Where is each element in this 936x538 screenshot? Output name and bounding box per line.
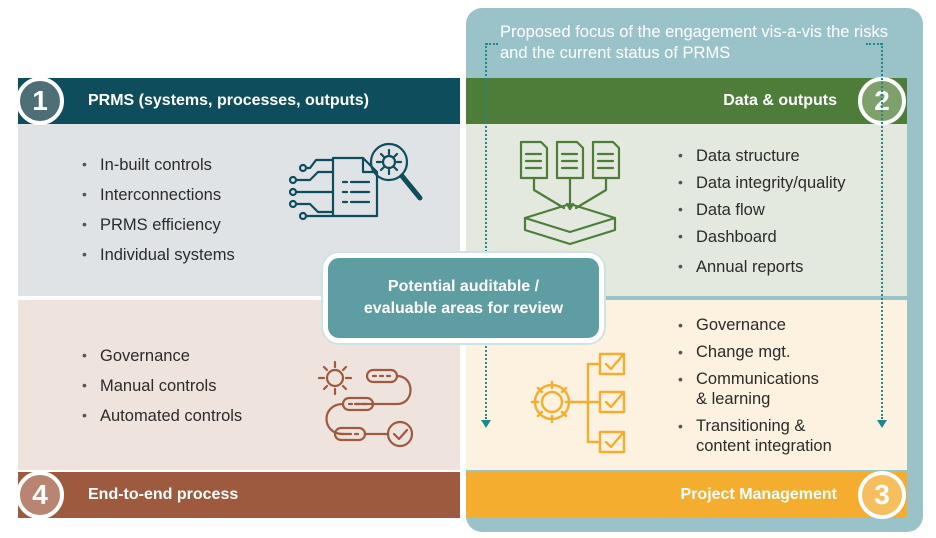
arrow-down-left-icon bbox=[481, 420, 491, 428]
list-item: Change mgt. bbox=[676, 342, 832, 369]
quadrant-3-list: Governance Change mgt. Communications & … bbox=[676, 315, 832, 460]
list-item: Dashboard bbox=[676, 228, 846, 258]
focus-note: Proposed focus of the engagement vis-a-v… bbox=[500, 23, 888, 62]
list-item: Automated controls bbox=[80, 407, 242, 437]
list-item: Individual systems bbox=[80, 246, 235, 276]
list-item: Data structure bbox=[676, 147, 846, 174]
dash-connector-left bbox=[485, 43, 487, 419]
quadrant-1-list: In-built controls Interconnections PRMS … bbox=[80, 156, 235, 276]
list-item: Communications & learning bbox=[676, 369, 832, 416]
list-item: Transitioning & content integration bbox=[676, 416, 832, 460]
quadrant-4-title: End-to-end process bbox=[88, 486, 239, 503]
data-flow-icon bbox=[519, 140, 621, 246]
list-item: Governance bbox=[676, 315, 832, 342]
center-line-2: evaluable areas for review bbox=[363, 300, 564, 317]
quadrant-4-number: 4 bbox=[16, 471, 64, 519]
list-item: Data flow bbox=[676, 201, 846, 228]
quadrant-2-header: Data & outputs bbox=[466, 78, 907, 124]
center-callout: Potential auditable / evaluable areas fo… bbox=[323, 253, 604, 343]
list-item: PRMS efficiency bbox=[80, 216, 235, 246]
quadrant-1-header: PRMS (systems, processes, outputs) bbox=[18, 78, 460, 124]
list-item: Data integrity/quality bbox=[676, 174, 846, 201]
list-item: Interconnections bbox=[80, 186, 235, 216]
arrow-down-right-icon bbox=[877, 420, 887, 428]
quadrant-3-title: Project Management bbox=[680, 486, 837, 503]
dash-connector-right bbox=[881, 43, 883, 419]
quadrant-2-title: Data & outputs bbox=[723, 92, 837, 109]
list-item: In-built controls bbox=[80, 156, 235, 186]
process-flow-icon bbox=[317, 360, 414, 448]
dash-connector-right-top bbox=[866, 43, 882, 45]
list-item: Governance bbox=[80, 347, 242, 377]
quadrant-3-number: 3 bbox=[858, 471, 906, 519]
dash-connector-left-top bbox=[486, 43, 498, 45]
quadrant-2-list: Data structure Data integrity/quality Da… bbox=[676, 147, 846, 285]
quadrant-4-header: End-to-end process bbox=[18, 472, 460, 518]
list-item: Annual reports bbox=[676, 258, 846, 285]
quadrant-1-title: PRMS (systems, processes, outputs) bbox=[88, 92, 369, 109]
quadrant-1-number: 1 bbox=[16, 77, 64, 125]
list-item: Manual controls bbox=[80, 377, 242, 407]
document-analysis-icon bbox=[288, 142, 423, 221]
quadrant-3-header: Project Management bbox=[466, 472, 907, 518]
center-line-1: Potential auditable / bbox=[387, 278, 540, 295]
checklist-gear-icon bbox=[530, 352, 626, 454]
quadrant-4-list: Governance Manual controls Automated con… bbox=[80, 347, 242, 437]
